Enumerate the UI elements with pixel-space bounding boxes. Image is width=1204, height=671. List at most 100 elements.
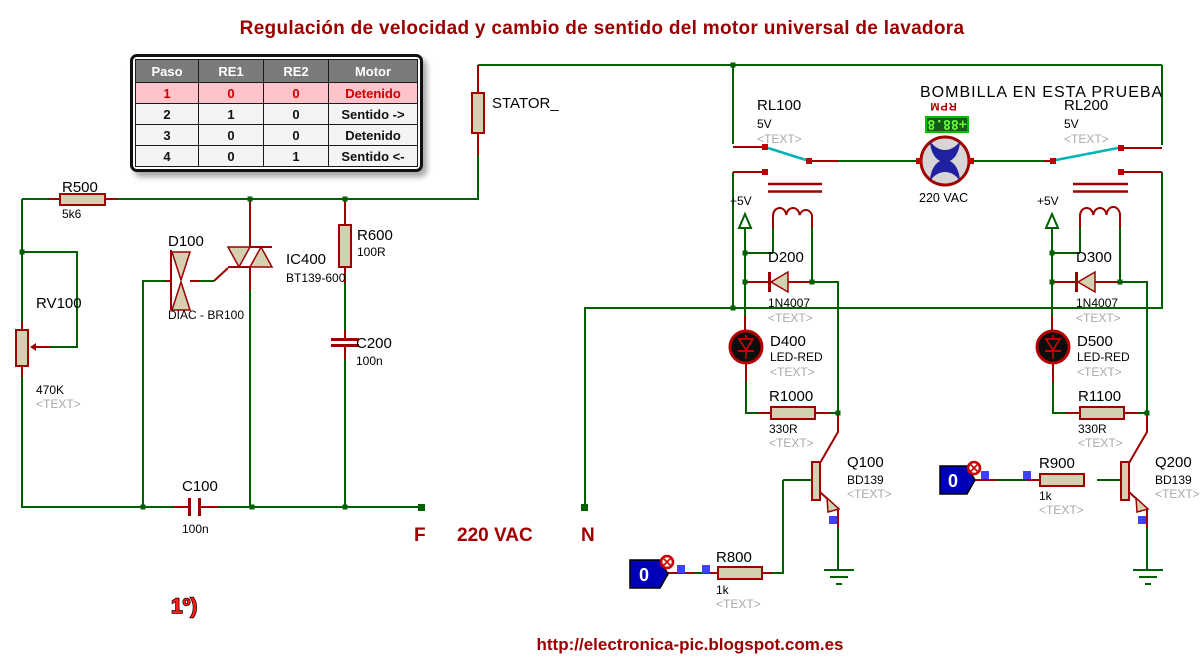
text-q100: <TEXT> <box>847 487 892 501</box>
cell-paso-4: 4 <box>135 145 199 167</box>
label-q100: Q100 <box>847 454 884 471</box>
vcc-label-right: +5V <box>1037 194 1059 208</box>
value-rl200: 5V <box>1064 117 1079 131</box>
stator-winding <box>471 92 485 134</box>
logic-state-left[interactable]: 0 <box>629 554 675 589</box>
capacitor-c100 <box>188 498 201 516</box>
value-d300: 1N4007 <box>1076 296 1118 310</box>
bombilla-note: BOMBILLA EN ESTA PRUEBA <box>920 84 1163 101</box>
phase-label: F <box>414 525 426 546</box>
value-q200: BD139 <box>1155 473 1192 487</box>
vcc-arrow-left <box>737 211 753 229</box>
diode-d300 <box>1075 270 1096 294</box>
cell-motor-4: Sentido <- <box>328 145 418 167</box>
text-d200: <TEXT> <box>768 311 813 325</box>
led-d500 <box>1035 329 1071 365</box>
label-q200: Q200 <box>1155 454 1192 471</box>
junction-dots <box>19 62 1150 510</box>
transistor-q100 <box>811 461 841 513</box>
col-paso: Paso <box>135 59 199 83</box>
value-q100: BD139 <box>847 473 884 487</box>
cell-re1-3: 0 <box>198 124 264 146</box>
value-d200: 1N4007 <box>768 296 810 310</box>
text-r900: <TEXT> <box>1039 503 1084 517</box>
col-re2: RE2 <box>263 59 329 83</box>
cell-re2-4: 1 <box>263 145 329 167</box>
table-row-3: 3 0 0 Detenido <box>135 124 418 146</box>
cell-paso-3: 3 <box>135 124 199 146</box>
component-labels: R500 5k6 RV100 470K <TEXT> D100 DIAC - B… <box>36 95 1200 611</box>
value-r900: 1k <box>1039 489 1053 503</box>
label-r900: R900 <box>1039 455 1075 472</box>
text-r800: <TEXT> <box>716 597 761 611</box>
capacitor-c200 <box>331 338 359 347</box>
resistor-r1100 <box>1079 406 1125 420</box>
value-d100: DIAC - BR100 <box>168 308 244 322</box>
cell-paso-2: 2 <box>135 103 199 125</box>
cell-motor-2: Sentido -> <box>328 103 418 125</box>
cell-motor-1: Detenido <box>328 82 418 104</box>
resistor-r900 <box>1039 473 1085 487</box>
table-row-4: 4 0 1 Sentido <- <box>135 145 418 167</box>
text-rl100: <TEXT> <box>757 132 802 146</box>
logic-toggle-left[interactable] <box>659 554 675 570</box>
relay-rl100-coil <box>768 182 822 216</box>
logic-state-left-value[interactable]: 0 <box>639 565 649 585</box>
label-stator: STATOR_ <box>492 95 559 112</box>
diode-d200 <box>768 270 789 294</box>
led-d400 <box>728 329 764 365</box>
label-r500: R500 <box>62 179 98 196</box>
vcc-label-left: +5V <box>730 194 752 208</box>
cell-paso-1: 1 <box>135 82 199 104</box>
text-d300: <TEXT> <box>1076 311 1121 325</box>
diac-d100 <box>170 250 192 311</box>
value-r800: 1k <box>716 583 730 597</box>
cell-re2-3: 0 <box>263 124 329 146</box>
mains-labels: F 220 VAC N <box>414 525 595 546</box>
logic-toggle-right[interactable] <box>966 460 982 476</box>
logic-state-right[interactable]: 0 <box>939 460 982 495</box>
text-r1100: <TEXT> <box>1078 436 1123 450</box>
value-ic400: BT139-600 <box>286 271 346 285</box>
label-d400: D400 <box>770 333 806 350</box>
source-url: http://electronica-pic.blogspot.com.es <box>537 635 844 654</box>
mains-voltage-label: 220 VAC <box>457 525 533 546</box>
label-r1100: R1100 <box>1078 388 1121 405</box>
rpm-display: +88.8 RPM <box>925 100 969 133</box>
text-r1000: <TEXT> <box>769 436 814 450</box>
ground-symbol-left <box>824 569 854 585</box>
cell-re1-4: 0 <box>198 145 264 167</box>
step-number: 1º) <box>171 595 197 618</box>
resistor-r500 <box>59 193 106 206</box>
cell-re1-1: 0 <box>198 82 264 104</box>
col-re1: RE1 <box>198 59 264 83</box>
label-r600: R600 <box>357 227 393 244</box>
cell-motor-3: Detenido <box>328 124 418 146</box>
label-rv100: RV100 <box>36 295 82 312</box>
label-rl200: RL200 <box>1064 97 1108 114</box>
label-r800: R800 <box>716 549 752 566</box>
logic-state-right-value[interactable]: 0 <box>948 471 958 491</box>
text-rv100: <TEXT> <box>36 397 81 411</box>
triac-ic400 <box>226 245 274 269</box>
cell-re2-1: 0 <box>263 82 329 104</box>
resistor-r600 <box>338 224 352 268</box>
terminal-neutral <box>581 504 588 511</box>
text-q200: <TEXT> <box>1155 487 1200 501</box>
rpm-label: RPM <box>929 100 956 112</box>
value-d400: LED-RED <box>770 350 823 364</box>
relay-rl200-switch <box>1050 145 1124 175</box>
text-rl200: <TEXT> <box>1064 132 1109 146</box>
label-d500: D500 <box>1077 333 1113 350</box>
value-c200: 100n <box>356 354 383 368</box>
rpm-value: +88.8 <box>927 116 966 131</box>
terminal-phase <box>418 504 425 511</box>
value-r1000: 330R <box>769 422 798 436</box>
label-d100: D100 <box>168 233 204 250</box>
truth-table: Paso RE1 RE2 Motor 1 0 0 Detenido 2 1 0 … <box>130 54 423 172</box>
value-rl100: 5V <box>757 117 772 131</box>
cell-re2-2: 0 <box>263 103 329 125</box>
voltage-probes <box>677 471 1146 573</box>
